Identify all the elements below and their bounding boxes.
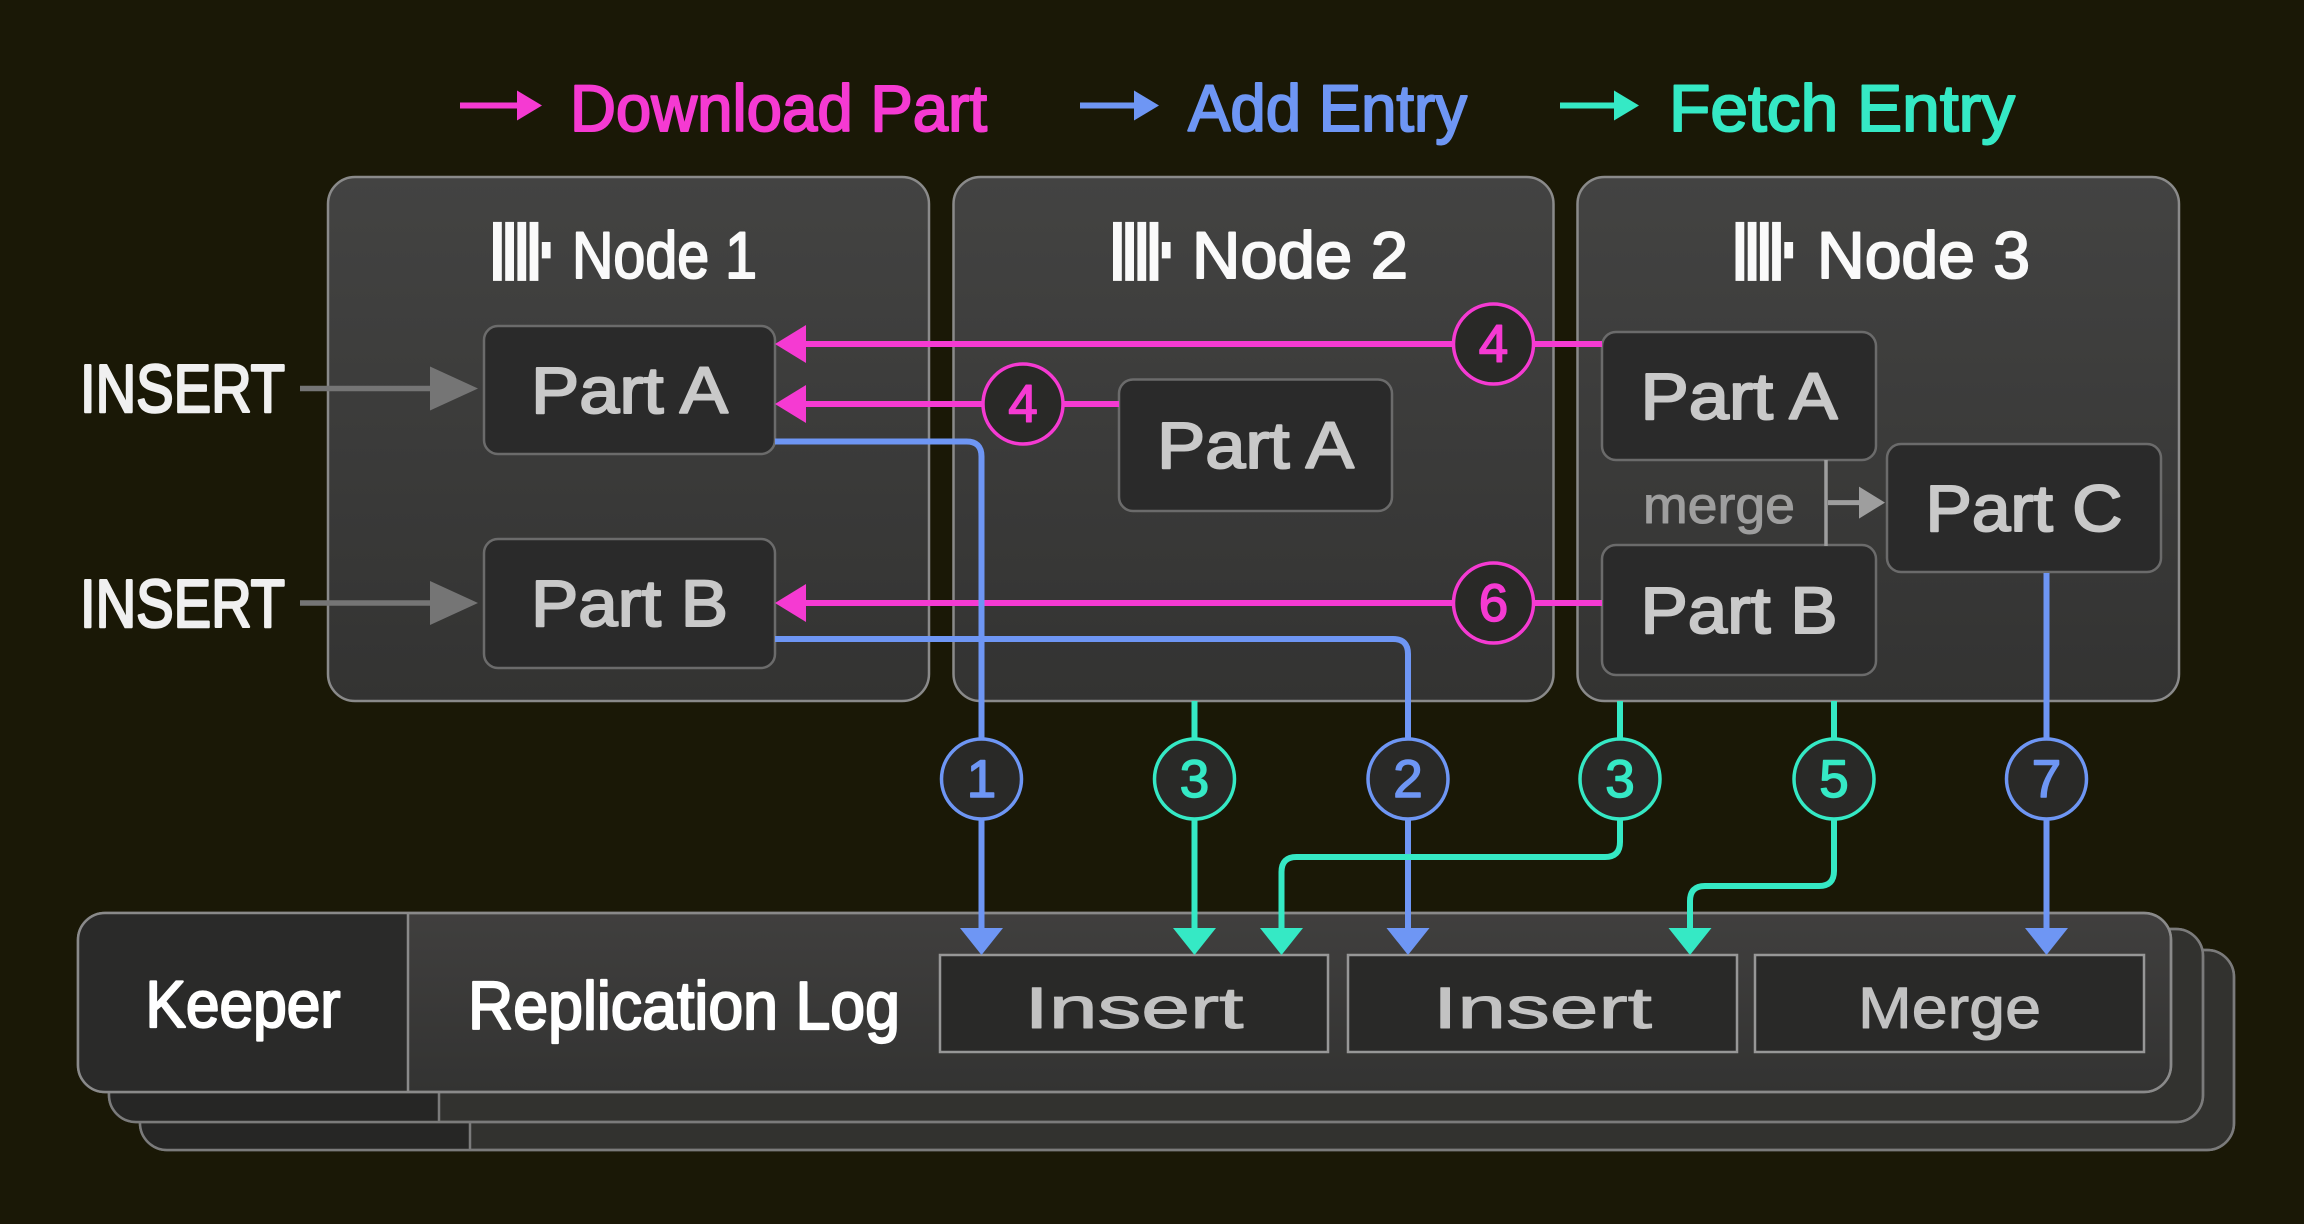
svg-text:Download Part: Download Part [570, 71, 987, 145]
svg-text:7: 7 [2032, 750, 2061, 809]
svg-text:Add Entry: Add Entry [1188, 71, 1467, 145]
svg-text:1: 1 [967, 750, 996, 809]
svg-text:Node 2: Node 2 [1192, 218, 1408, 292]
svg-text:Node 1: Node 1 [572, 218, 757, 292]
svg-text:5: 5 [1819, 750, 1848, 809]
svg-text:Keeper: Keeper [146, 967, 341, 1041]
svg-text:INSERT: INSERT [80, 351, 285, 427]
svg-text:2: 2 [1393, 750, 1422, 809]
svg-text:Merge: Merge [1858, 976, 2041, 1041]
svg-text:Part A: Part A [1157, 408, 1354, 482]
svg-text:merge: merge [1643, 477, 1795, 535]
svg-text:3: 3 [1180, 750, 1209, 809]
svg-text:Part A: Part A [531, 353, 728, 427]
svg-text:Part C: Part C [1926, 471, 2123, 545]
svg-text:Part A: Part A [1641, 359, 1838, 433]
svg-text:INSERT: INSERT [80, 566, 285, 642]
svg-text:Part B: Part B [531, 566, 728, 640]
svg-text:4: 4 [1479, 315, 1508, 374]
svg-text:6: 6 [1479, 574, 1508, 633]
svg-text:Part B: Part B [1641, 573, 1838, 647]
svg-text:Insert: Insert [1025, 976, 1244, 1041]
svg-text:Node 3: Node 3 [1817, 218, 2030, 292]
svg-text:Replication Log: Replication Log [468, 968, 900, 1044]
svg-text:3: 3 [1605, 750, 1634, 809]
svg-text:Insert: Insert [1433, 976, 1652, 1041]
svg-text:4: 4 [1008, 375, 1037, 434]
svg-text:Fetch Entry: Fetch Entry [1669, 71, 2015, 145]
